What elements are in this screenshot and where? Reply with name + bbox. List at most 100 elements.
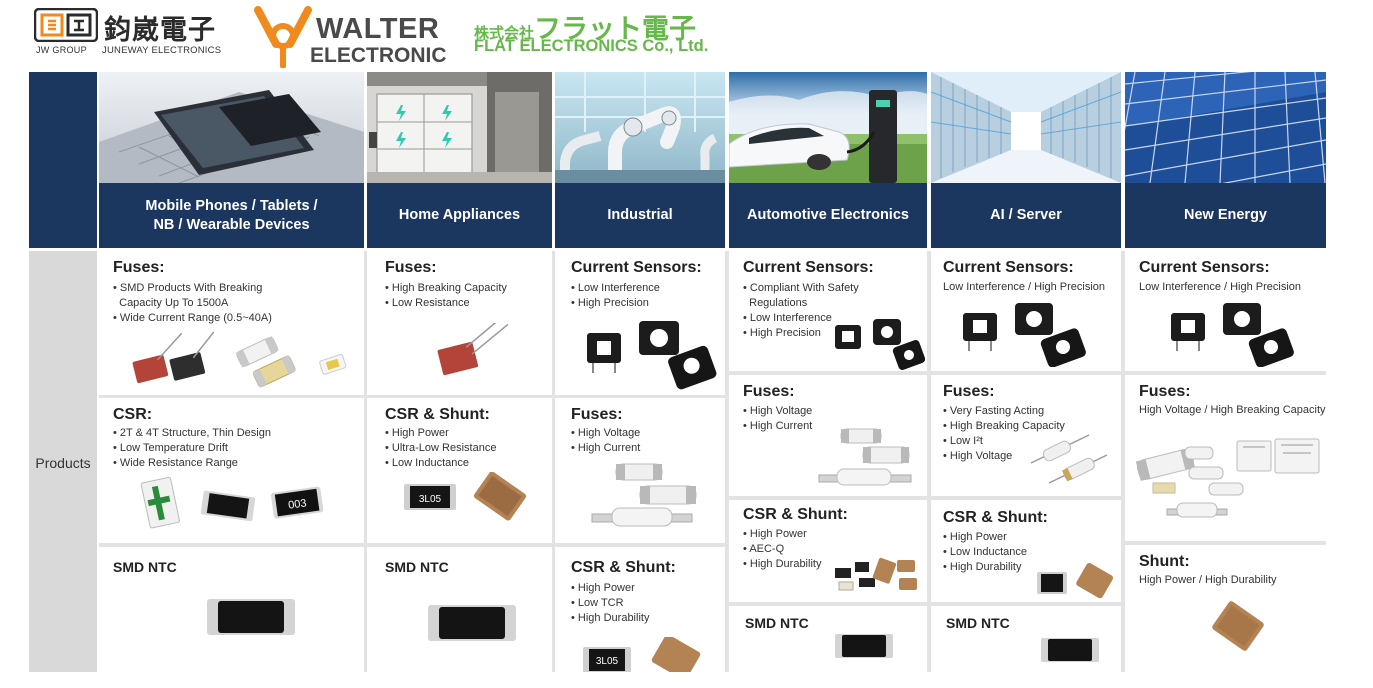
product-card-home-ntc[interactable]: SMD NTC (367, 547, 552, 672)
juneway-english-name: JUNEWAY ELECTRONICS (102, 45, 222, 56)
row-divider (555, 395, 725, 398)
card-title: Fuses: (743, 383, 795, 400)
product-card-mobile-fuses[interactable]: Fuses: • SMD Products With Breaking Capa… (99, 251, 364, 395)
cartridge-fuses-image (591, 463, 697, 527)
card-title: Current Sensors: (743, 259, 874, 276)
bullet: Low Interference (577, 282, 660, 294)
current-sensors-image (1171, 303, 1294, 367)
card-bullets: • Compliant With Safety Regulations • Lo… (743, 282, 859, 339)
juneway-logo: 鈞崴電子 JW GROUP JUNEWAY ELECTRONICS (34, 6, 234, 58)
product-card-ai-ntc[interactable]: SMD NTC (931, 606, 1121, 672)
bullet: Low Inductance (949, 546, 1027, 558)
bullet: High Voltage (577, 427, 641, 439)
card-title: CSR: (113, 406, 153, 423)
header-strip (29, 72, 97, 248)
card-title: CSR & Shunt: (571, 559, 676, 576)
card-title: SMD NTC (745, 615, 809, 631)
current-sense-resistors-image: 003 (140, 476, 324, 529)
product-card-ai-fuses[interactable]: Fuses: • Very Fasting Acting • High Brea… (931, 375, 1121, 496)
bullet: High Precision (749, 327, 821, 339)
bullet: High Durability (749, 558, 822, 570)
bullet-continuation: Capacity Up To 1500A (119, 297, 229, 309)
bullet: High Precision (577, 297, 649, 309)
radial-and-smd-fuses-image (132, 331, 347, 388)
card-title: Shunt: (1139, 553, 1190, 570)
product-card-energy-fuses[interactable]: Fuses: High Voltage / High Breaking Capa… (1125, 375, 1326, 541)
smd-ntc-chip-image (428, 605, 516, 641)
product-card-ai-csr-shunt[interactable]: CSR & Shunt: • High Power • Low Inductan… (931, 500, 1121, 602)
card-bullets: • High Power • Low Inductance • High Dur… (943, 531, 1027, 573)
product-card-automotive-fuses[interactable]: Fuses: • High Voltage • High Current (729, 375, 927, 496)
product-card-automotive-csr-shunt[interactable]: CSR & Shunt: • High Power • AEC-Q • High… (729, 500, 927, 602)
product-card-mobile-csr[interactable]: CSR: • 2T & 4T Structure, Thin Design • … (99, 398, 364, 543)
card-bullets: • High Voltage • High Current (571, 427, 641, 454)
column-header-mobile: Mobile Phones / Tablets /NB / Wearable D… (99, 183, 364, 248)
card-title: CSR & Shunt: (385, 406, 490, 423)
row-divider (931, 602, 1121, 606)
column-header-mobile-line1: Mobile Phones / Tablets / (145, 197, 318, 214)
bullet: Low Temperature Drift (119, 442, 228, 454)
row-divider (931, 496, 1121, 500)
product-card-industrial-current-sensors[interactable]: Current Sensors: • Low Interference • Hi… (555, 251, 725, 395)
bullet: Compliant With Safety (749, 282, 859, 294)
bullet: High Power (577, 582, 635, 594)
radial-fuse-image (437, 323, 509, 376)
card-bullets: • 2T & 4T Structure, Thin Design • Low T… (113, 427, 271, 469)
product-card-automotive-current-sensors[interactable]: Current Sensors: • Compliant With Safety… (729, 251, 927, 371)
row-divider (729, 602, 927, 606)
resistor-chip-code: 3L05 (419, 494, 442, 505)
walter-title-line1: WALTER (316, 13, 440, 45)
card-bullets: • Low Interference • High Precision (571, 282, 660, 309)
product-card-energy-shunt[interactable]: Shunt: High Power / High Durability (1125, 545, 1326, 672)
juneway-mark-icon (34, 8, 98, 42)
product-card-home-csr-shunt[interactable]: CSR & Shunt: • High Power • Ultra-Low Re… (367, 398, 552, 543)
robot-arm-photo (555, 72, 725, 183)
bullet: High Breaking Capacity (391, 282, 507, 294)
bullet: Low TCR (577, 597, 624, 609)
flat-company-suffix: 株式会社 (474, 24, 535, 42)
juneway-group-label: JW GROUP (36, 45, 87, 55)
bullet: Ultra-Low Resistance (391, 442, 497, 454)
bullet: High Breaking Capacity (949, 420, 1065, 432)
card-title: SMD NTC (946, 615, 1010, 631)
smd-ntc-chip-image (835, 634, 893, 658)
column-header-home-appliances: Home Appliances (367, 183, 552, 248)
card-title: Fuses: (385, 259, 437, 276)
bullet: High Voltage (949, 450, 1013, 462)
flat-logo: 株式会社フラット電子 FLAT ELECTRONICS Co., Ltd. (474, 7, 714, 59)
column-divider (552, 251, 555, 672)
cartridge-fuses-image (818, 428, 912, 486)
bullet: High Power (749, 528, 807, 540)
csr-and-shunt-image: 3L05 (583, 637, 701, 672)
flat-brand-name: フラット電子 (534, 14, 697, 45)
card-bullets: • High Power • Ultra-Low Resistance • Lo… (385, 427, 497, 469)
bullet: High Durability (949, 561, 1022, 573)
product-card-ai-current-sensors[interactable]: Current Sensors: Low Interference / High… (931, 251, 1121, 371)
column-header-industrial: Industrial (555, 183, 725, 248)
card-title: Fuses: (943, 383, 995, 400)
card-bullets: • SMD Products With Breaking Capacity Up… (113, 282, 272, 324)
laptop-tablet-photo (99, 72, 364, 183)
row-divider (99, 543, 364, 547)
smd-ntc-chip-image (1041, 638, 1099, 662)
bullet: Wide Current Range (0.5~40A) (119, 312, 272, 324)
products-row-label: Products (35, 455, 91, 471)
bullet: High Power (949, 531, 1007, 543)
card-title: CSR & Shunt: (943, 509, 1048, 526)
bullet: SMD Products With Breaking (119, 282, 263, 294)
walter-title-line2: ELECTRONIC (310, 44, 447, 67)
card-bullets: • High Breaking Capacity • Low Resistanc… (385, 282, 507, 309)
card-title: CSR & Shunt: (743, 506, 848, 523)
product-card-industrial-csr-shunt[interactable]: CSR & Shunt: • High Power • Low TCR • Hi… (555, 547, 725, 672)
smd-ntc-chip-image (207, 599, 295, 635)
product-card-automotive-ntc[interactable]: SMD NTC (729, 606, 927, 672)
product-card-energy-current-sensors[interactable]: Current Sensors: Low Interference / High… (1125, 251, 1326, 371)
row-divider (1125, 371, 1326, 375)
solar-panel-photo (1125, 72, 1326, 183)
card-bullets: • High Power • Low TCR • High Durability (571, 582, 650, 624)
flat-japanese-name: 株式会社フラット電子 (474, 7, 696, 46)
product-card-home-fuses[interactable]: Fuses: • High Breaking Capacity • Low Re… (367, 251, 552, 395)
product-card-mobile-ntc[interactable]: SMD NTC (99, 547, 364, 672)
product-card-industrial-fuses[interactable]: Fuses: • High Voltage • High Current (555, 398, 725, 543)
column-divider (364, 251, 367, 672)
